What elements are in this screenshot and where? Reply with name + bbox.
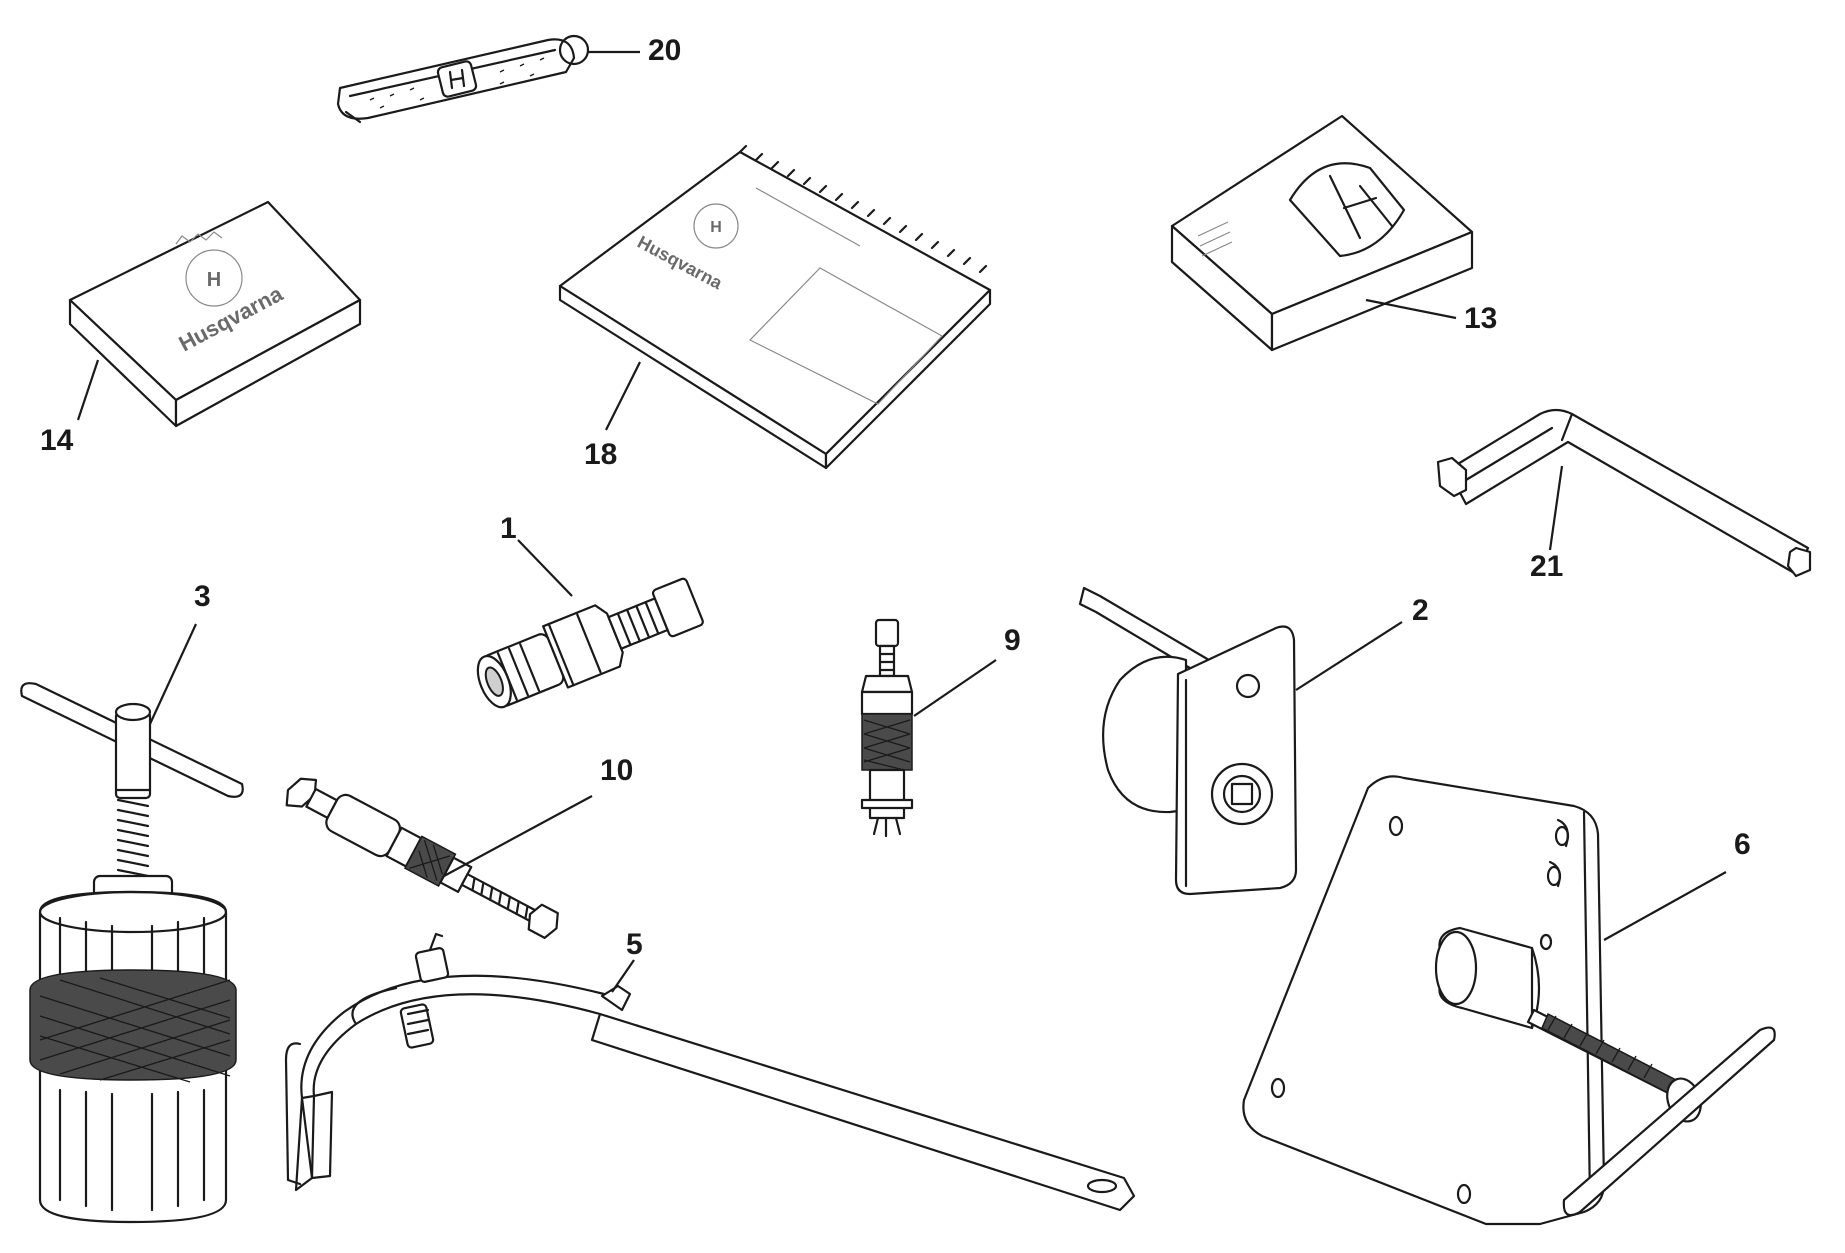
callout-6: 6 — [1734, 828, 1751, 861]
callout-13: 13 — [1464, 302, 1498, 335]
callout-18: 18 — [584, 438, 618, 471]
part-21-hex-key — [1436, 408, 1812, 578]
part-2-plate-tool — [1078, 586, 1298, 896]
part-9-valve — [860, 618, 914, 838]
part-3-puller — [20, 682, 244, 1224]
callout-9: 9 — [1004, 624, 1021, 657]
manual-18-emblem-letter: H — [710, 219, 722, 236]
part-14-booklet: H Husqvarna — [68, 200, 362, 428]
callout-2: 2 — [1412, 594, 1429, 627]
callout-5: 5 — [626, 928, 643, 961]
callout-10: 10 — [600, 754, 634, 787]
callout-14: 14 — [40, 424, 74, 457]
callout-20: 20 — [648, 34, 682, 67]
part-10-pin — [285, 777, 559, 939]
part-20-key-fob — [336, 34, 590, 124]
part-6-flywheel-puller — [1242, 775, 1776, 1226]
booklet-14-emblem-letter: H — [207, 269, 221, 291]
part-18-spiral-manual: H Husqvarna — [558, 144, 992, 470]
callout-21: 21 — [1530, 550, 1564, 583]
part-1-adapter — [476, 577, 704, 709]
callout-1: 1 — [500, 512, 517, 545]
part-13-booklet — [1170, 114, 1474, 352]
callout-3: 3 — [194, 580, 211, 613]
part-5-spanner — [284, 932, 1136, 1212]
